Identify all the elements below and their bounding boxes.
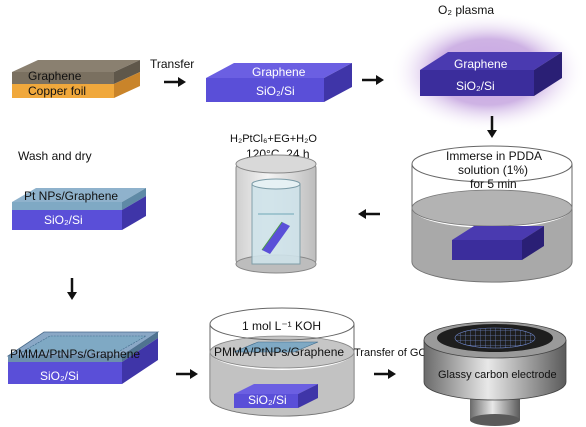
graphene-label: Graphene xyxy=(28,69,82,83)
copper-foil-label: Copper foil xyxy=(28,84,86,98)
sio2-si-label: SiO₂/Si xyxy=(456,79,495,93)
transfer-label: Transfer xyxy=(150,57,194,71)
pmma-film-label: PMMA/PtNPs/Graphene xyxy=(214,345,344,359)
gce-label: Glassy carbon electrode xyxy=(438,369,557,381)
pdda-line1: Immerse in PDDA xyxy=(446,149,542,163)
pmma-sample: PMMA/PtNPs/Graphene SiO₂/Si xyxy=(6,331,160,384)
hydrothermal-autoclave xyxy=(235,154,317,274)
wash-and-dry-label: Wash and dry xyxy=(18,149,92,163)
arrow-right-icon xyxy=(176,369,198,379)
plasma-treated-sample: Graphene SiO₂/Si xyxy=(390,12,586,132)
arrow-right-icon xyxy=(374,369,396,379)
sio2-si-label: SiO₂/Si xyxy=(256,84,295,98)
pt-graphene-sample: Pt NPs/Graphene SiO₂/Si xyxy=(12,188,146,230)
graphene-sio2-sample: Graphene SiO₂/Si xyxy=(206,63,352,102)
pmma-label: PMMA/PtNPs/Graphene xyxy=(10,347,140,361)
koh-label: 1 mol L⁻¹ KOH xyxy=(242,319,321,333)
pdda-beaker: Immerse in PDDA solution (1%) for 5 min xyxy=(411,145,573,283)
sio2-si-label: SiO₂/Si xyxy=(40,369,79,383)
graphene-label: Graphene xyxy=(454,57,508,71)
hydro-line1: H₂PtCl₆+EG+H₂O xyxy=(230,133,317,145)
sio2-si-label: SiO₂/Si xyxy=(248,393,287,407)
arrow-right-icon xyxy=(164,77,186,87)
pdda-line2: solution (1%) xyxy=(458,163,528,177)
arrow-down-icon xyxy=(67,278,77,300)
pt-graphene-label: Pt NPs/Graphene xyxy=(24,189,118,203)
transfer-gce-label: Transfer of GCE xyxy=(354,347,434,359)
glassy-carbon-electrode: Glassy carbon electrode xyxy=(423,321,567,426)
sio2-si-label: SiO₂/Si xyxy=(44,213,83,227)
arrow-right-icon xyxy=(362,75,384,85)
arrow-down-icon xyxy=(487,116,497,138)
graphene-label: Graphene xyxy=(252,65,306,79)
arrow-left-icon xyxy=(358,209,380,219)
graphene-copper-sample: Graphene Copper foil xyxy=(12,60,140,98)
koh-beaker: 1 mol L⁻¹ KOH PMMA/PtNPs/Graphene SiO₂/S… xyxy=(209,307,355,417)
pdda-line3: for 5 min xyxy=(470,177,517,191)
